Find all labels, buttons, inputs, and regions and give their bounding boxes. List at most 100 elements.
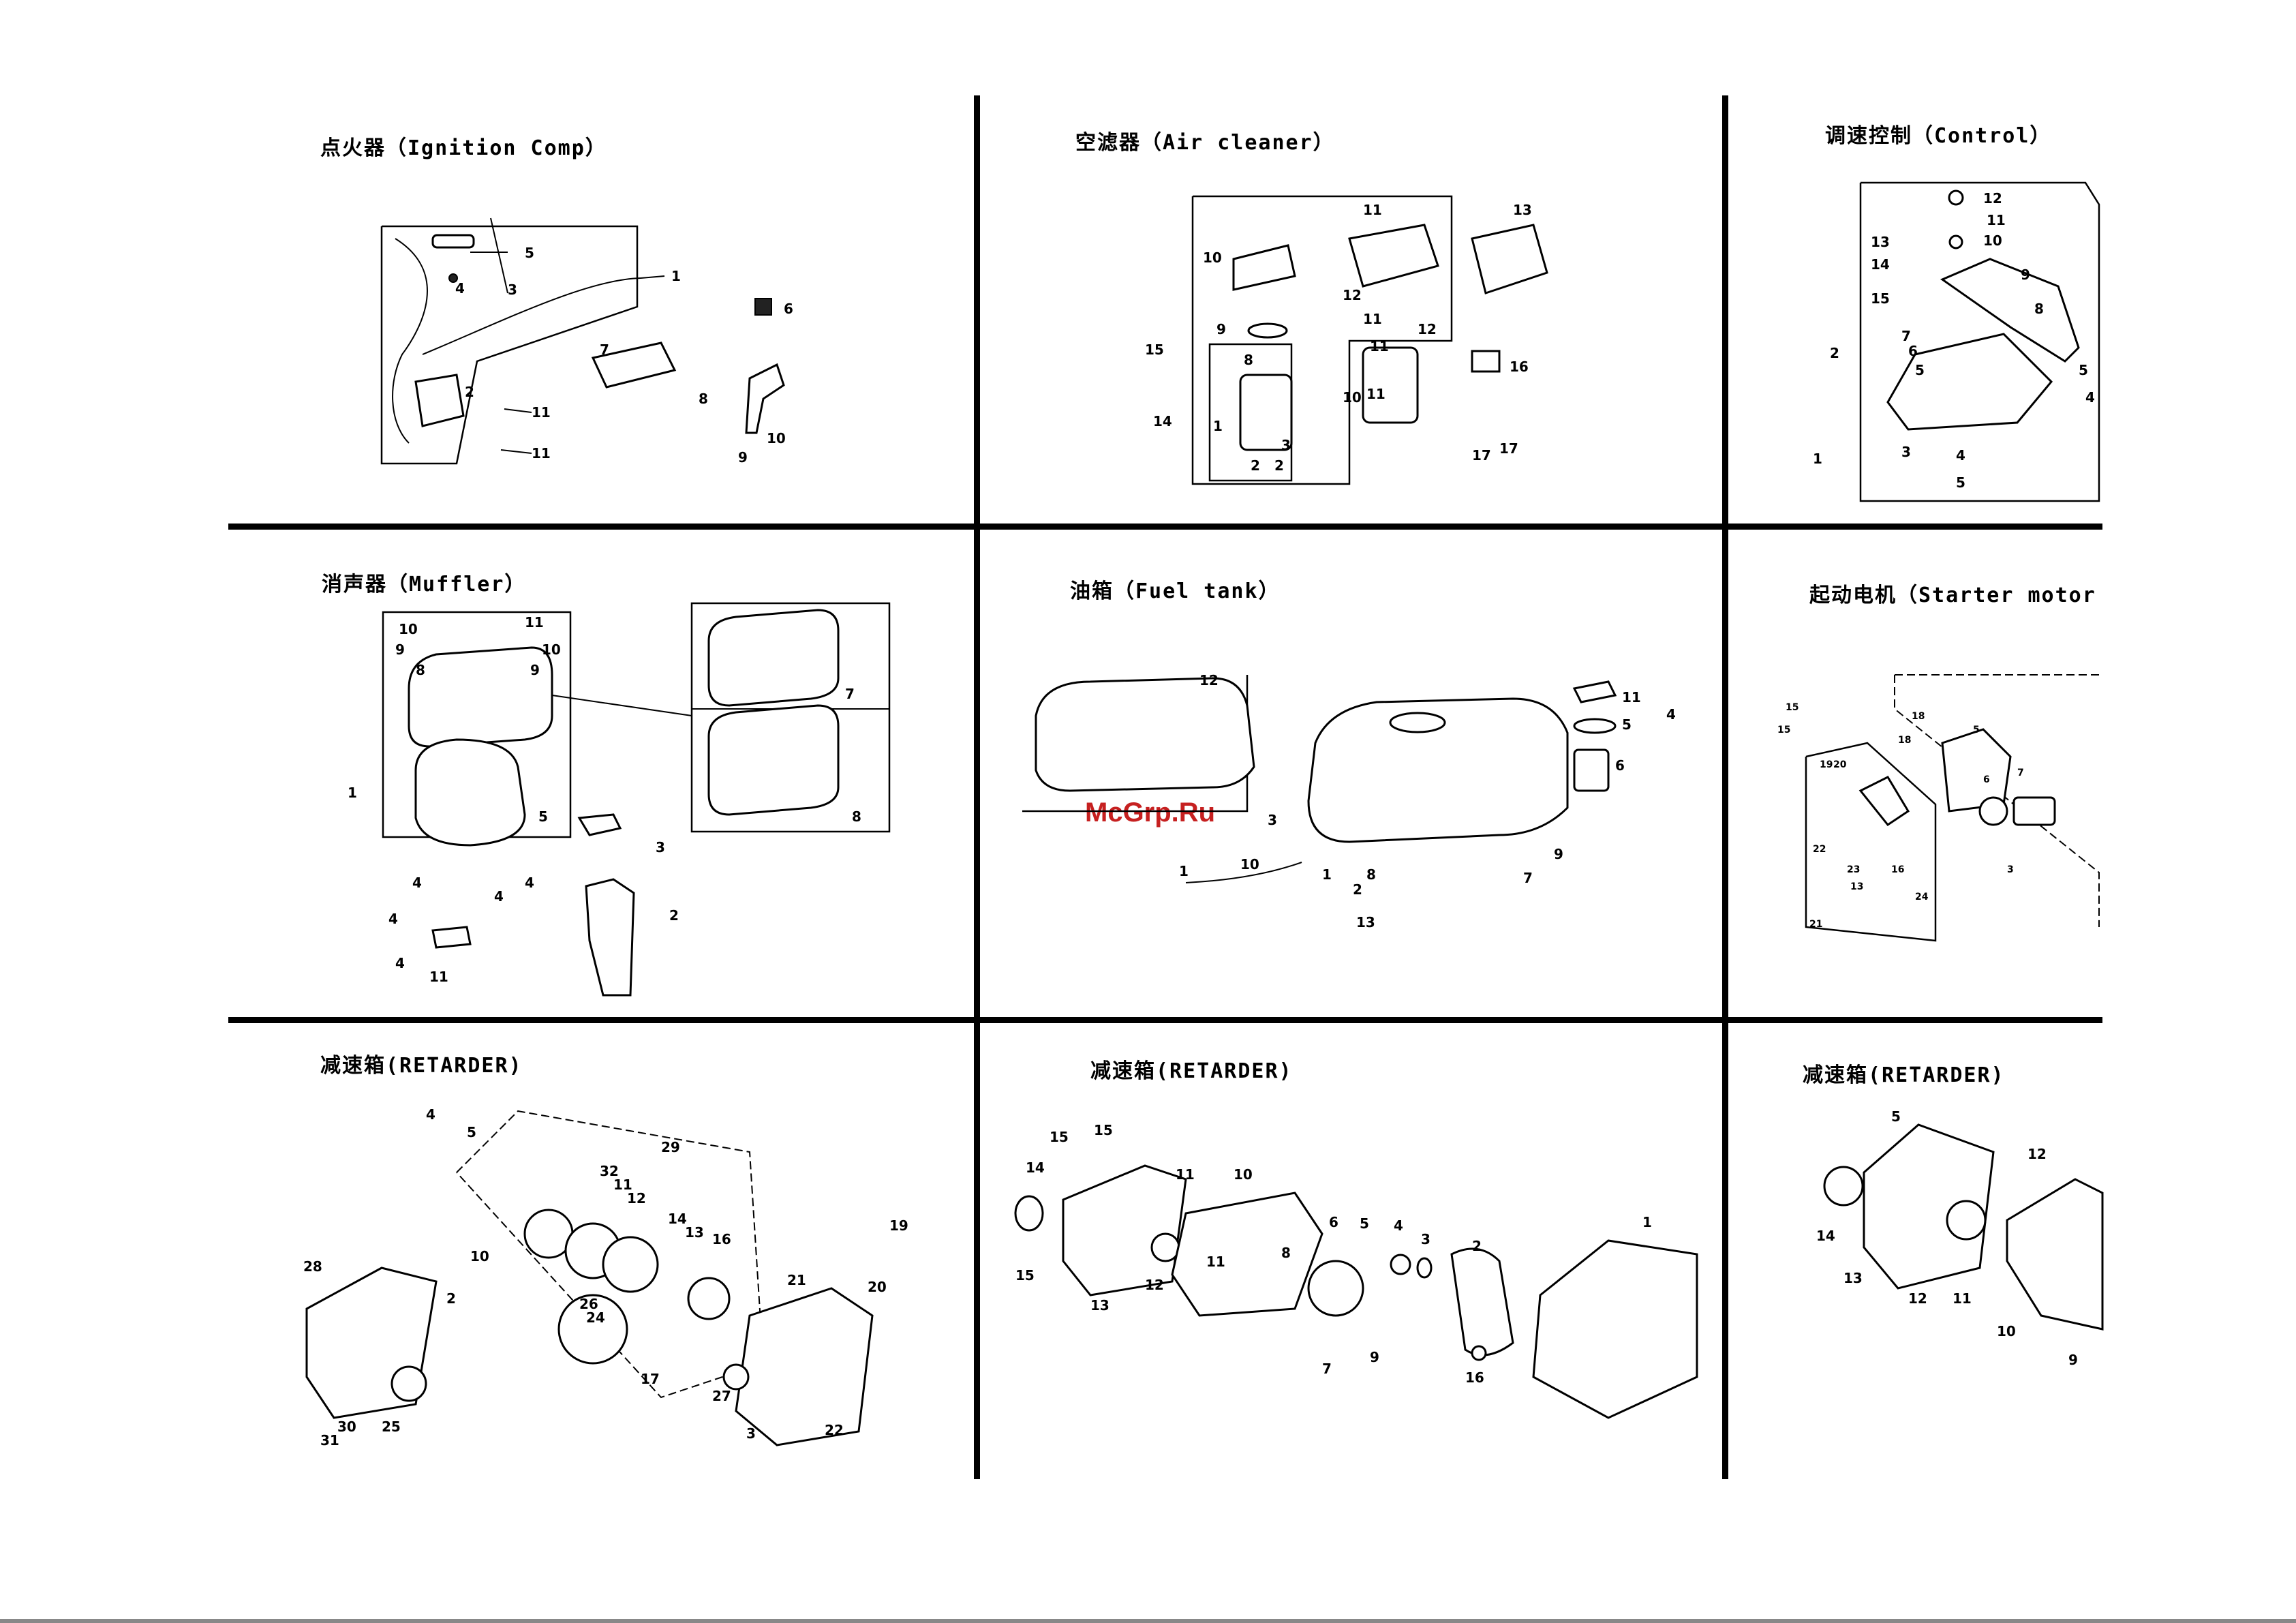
callout-11: 10 [1983, 232, 2002, 249]
callout-12: 12 [1145, 1277, 1164, 1293]
gasket-11 [431, 926, 472, 949]
callout-3: 3 [1268, 812, 1277, 828]
callout-9: 9 [2068, 1352, 2078, 1368]
callout-4e: 4 [395, 955, 405, 971]
starter-housing [1941, 728, 2012, 813]
callout-3: 3 [508, 282, 517, 298]
callout-4: 4 [1666, 706, 1676, 723]
callout-8: 8 [1366, 866, 1376, 883]
callout-27: 27 [712, 1388, 731, 1404]
callout-19: 19 [1820, 759, 1833, 770]
retarder-1-diagram: 29 4 5 32 11 12 14 13 19 16 10 28 2 21 2… [303, 1106, 908, 1448]
control-title: 调速控制（Control） [1825, 124, 2052, 148]
callout-11: 11 [1622, 689, 1641, 706]
callout-7: 7 [1322, 1361, 1332, 1377]
callout-11: 11 [429, 969, 448, 985]
callout-6: 6 [1329, 1214, 1338, 1230]
callout-21: 21 [787, 1272, 806, 1288]
callout-8: 7 [1901, 328, 1911, 344]
callout-6: 10 [1203, 249, 1222, 266]
callout-11b: 11 [532, 445, 551, 461]
callout-11: 11 [613, 1177, 632, 1193]
retarder-2-title: 减速箱(RETARDER) [1090, 1059, 1293, 1083]
callout-7: 7 [1523, 870, 1533, 886]
callout-10: 10 [1240, 856, 1259, 873]
callout-8: 11 [1366, 386, 1386, 402]
callout-5b: 5 [1956, 474, 1965, 491]
callout-18b: 18 [1898, 735, 1911, 746]
callout-9: 8 [2034, 301, 2044, 317]
callout-7: 8 [852, 808, 861, 825]
callout-16: 16 [1465, 1369, 1484, 1386]
ignition-diagram: 5 1 4 3 6 7 2 8 11 10 11 9 [380, 217, 793, 466]
callout-17a: 17 [1472, 447, 1491, 464]
callout-2a: 2 [1251, 457, 1260, 474]
retarder-2-diagram: 15 15 14 11 10 1 6 5 4 3 2 11 8 15 12 13… [1014, 1122, 1698, 1419]
sprocket-17 [557, 1294, 628, 1365]
callout-28: 28 [303, 1258, 322, 1275]
callout-4a: 4 [2085, 389, 2095, 406]
callout-10a: 10 [399, 621, 418, 637]
retarder-1-title: 减速箱(RETARDER) [320, 1054, 523, 1078]
callout-3: 3 [1421, 1231, 1430, 1247]
fuel-tank-3 [1307, 697, 1569, 843]
callout-9a: 9 [395, 641, 405, 658]
callout-8: 8 [1281, 1245, 1291, 1261]
chain-2 [1450, 1247, 1514, 1356]
callout-1: 1 [1213, 418, 1223, 434]
shield-7 [707, 704, 840, 816]
callout-4b: 4 [525, 875, 534, 891]
callout-7: 10 [1343, 389, 1362, 406]
callout-6: 6 [784, 301, 793, 317]
callout-2: 2 [669, 907, 679, 924]
starter-diagram: 15 15 18 18 5 19 20 7 6 22 3 23 16 13 24… [1777, 674, 2100, 942]
callout-12: 11 [1987, 212, 2006, 228]
filter-7 [1362, 346, 1419, 424]
callout-11b: 11 [1363, 311, 1382, 327]
callout-9: 11 [1370, 338, 1389, 354]
muffler-title: 消声器（Muffler） [322, 573, 527, 596]
callout-16: 16 [1510, 359, 1529, 375]
lever-9 [1940, 258, 2080, 363]
gasket-16 [1471, 350, 1501, 373]
seal-16 [1471, 1345, 1487, 1361]
callout-6: 6 [1983, 774, 1990, 785]
callout-6: 5 [1915, 362, 1925, 378]
callout-8b: 9 [530, 662, 540, 678]
callout-6: 6 [1615, 757, 1625, 774]
fuel-tank-title: 油箱（Fuel tank） [1070, 579, 1281, 603]
air-cleaner-title: 空滤器（Air cleaner） [1075, 131, 1335, 155]
callout-19: 19 [889, 1217, 908, 1234]
callout-5: 5 [1973, 725, 1980, 735]
callout-17b: 17 [1499, 440, 1518, 457]
callout-16: 16 [1891, 864, 1904, 875]
muffler-diagram: 10 11 9 10 8 9 7 1 5 8 3 4 4 4 2 4 4 11 [348, 602, 891, 997]
callout-2b: 2 [1274, 457, 1284, 474]
callout-5: 5 [1360, 1215, 1369, 1232]
callout-15b: 15 [1094, 1122, 1113, 1138]
callout-15a: 15 [1786, 702, 1798, 713]
callout-13: 13 [1356, 914, 1375, 930]
callout-2: 2 [1472, 1238, 1482, 1254]
element-6 [1232, 244, 1296, 291]
callout-1: 1 [1642, 1214, 1652, 1230]
starter-title: 起动电机（Starter motor [1809, 583, 2096, 607]
callout-17: 17 [641, 1371, 660, 1387]
callout-20: 20 [868, 1279, 887, 1295]
vertical-divider-right [1722, 95, 1728, 1479]
fuel-tank-diagram: 12 11 4 5 6 3 9 10 1 1 8 7 2 13 [1022, 672, 1676, 930]
callout-7: 7 [600, 342, 609, 358]
gear-case-1 [1532, 1239, 1698, 1419]
callout-4: 4 [455, 280, 465, 297]
body-1 [1239, 374, 1293, 451]
callout-22: 22 [825, 1422, 844, 1438]
callout-18a: 18 [1912, 711, 1925, 722]
horizontal-divider-bottom [228, 1017, 2102, 1023]
callout-12a: 12 [627, 1190, 646, 1207]
horizontal-divider-top [228, 524, 2102, 530]
muffler-body-5 [414, 738, 526, 847]
callout-1b: 1 [1322, 866, 1332, 883]
retarder-3-diagram: 5 12 14 13 12 11 10 9 [1816, 1108, 2104, 1368]
callout-3: 3 [1281, 437, 1291, 453]
callout-8: 8 [699, 391, 708, 407]
